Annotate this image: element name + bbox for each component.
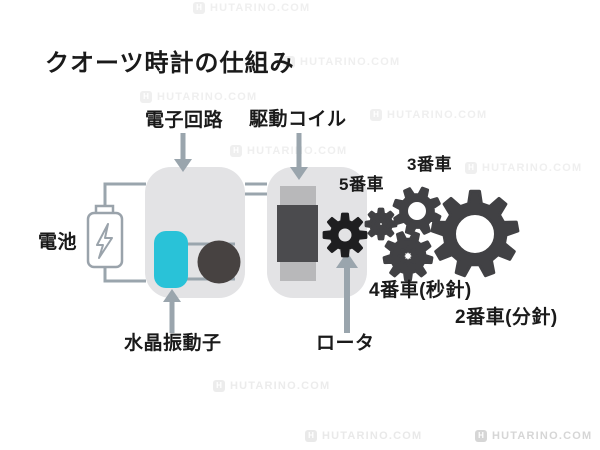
hutarino-logo-icon bbox=[213, 380, 225, 392]
watermark: HUTARINO.COM bbox=[283, 56, 400, 68]
battery-wire-top bbox=[103, 182, 146, 211]
second-wheel-gear bbox=[430, 189, 520, 278]
watermark: HUTARINO.COM bbox=[305, 430, 422, 442]
ic-circle-shape bbox=[197, 240, 241, 284]
drive-coil-shape bbox=[277, 186, 318, 281]
coil-end-bottom bbox=[280, 262, 316, 281]
watermark: HUTARINO.COM bbox=[193, 2, 310, 14]
third-wheel-gear bbox=[392, 186, 442, 236]
watermark-text: HUTARINO.COM bbox=[322, 430, 423, 442]
watermark: HUTARINO.COM bbox=[465, 162, 582, 174]
hutarino-logo-icon bbox=[475, 430, 487, 442]
coil-end-top bbox=[280, 186, 316, 205]
watermark-text: HUTARINO.COM bbox=[387, 109, 488, 121]
rotor-pointer-arrow bbox=[336, 252, 358, 333]
crystal-pointer-arrow bbox=[163, 289, 181, 333]
label-wheel5: 5番車 bbox=[339, 175, 384, 194]
label-rotor: ロータ bbox=[316, 333, 375, 354]
hutarino-logo-icon bbox=[370, 109, 382, 121]
hutarino-logo-icon bbox=[305, 430, 317, 442]
watermark-text: HUTARINO.COM bbox=[230, 380, 331, 392]
label-wheel4: 4番車(秒針) bbox=[369, 280, 472, 301]
hutarino-logo-icon bbox=[230, 145, 242, 157]
label-battery: 電池 bbox=[38, 232, 78, 253]
watermark: HUTARINO.COM bbox=[370, 109, 487, 121]
label-circuit: 電子回路 bbox=[145, 110, 224, 131]
watermark: HUTARINO.COM bbox=[140, 91, 257, 103]
label-wheel2: 2番車(分針) bbox=[455, 307, 558, 328]
hutarino-logo-icon bbox=[465, 162, 477, 174]
circuit-pointer-arrow bbox=[174, 133, 192, 172]
label-wheel3: 3番車 bbox=[407, 155, 452, 174]
coil-pointer-arrow bbox=[290, 133, 308, 180]
watermark-text: HUTARINO.COM bbox=[300, 56, 401, 68]
rotor-gear bbox=[322, 212, 368, 258]
page-title: クオーツ時計の仕組み bbox=[45, 50, 295, 77]
watermark-main: HUTARINO.COM bbox=[475, 430, 592, 442]
fifth-wheel-gear bbox=[364, 207, 398, 241]
battery-wire-bottom bbox=[103, 265, 146, 283]
label-crystal: 水晶振動子 bbox=[124, 333, 222, 354]
gear-train bbox=[322, 186, 520, 282]
coil-core bbox=[277, 205, 318, 262]
hutarino-logo-icon bbox=[193, 2, 205, 14]
watermark-text: HUTARINO.COM bbox=[482, 162, 583, 174]
label-drive-coil: 駆動コイル bbox=[249, 109, 347, 130]
battery-body bbox=[86, 211, 124, 269]
quartz-crystal-shape bbox=[154, 231, 188, 288]
circuit-coil-connector bbox=[245, 182, 267, 196]
watermark-text: HUTARINO.COM bbox=[210, 2, 311, 14]
watermark-text: HUTARINO.COM bbox=[492, 430, 593, 442]
watermark: HUTARINO.COM bbox=[213, 380, 330, 392]
hutarino-logo-icon bbox=[283, 56, 295, 68]
hutarino-logo-icon bbox=[140, 91, 152, 103]
watermark-text: HUTARINO.COM bbox=[157, 91, 258, 103]
fourth-wheel-gear bbox=[382, 231, 434, 282]
battery-icon bbox=[86, 204, 124, 269]
lightning-bolt-icon bbox=[96, 223, 113, 259]
